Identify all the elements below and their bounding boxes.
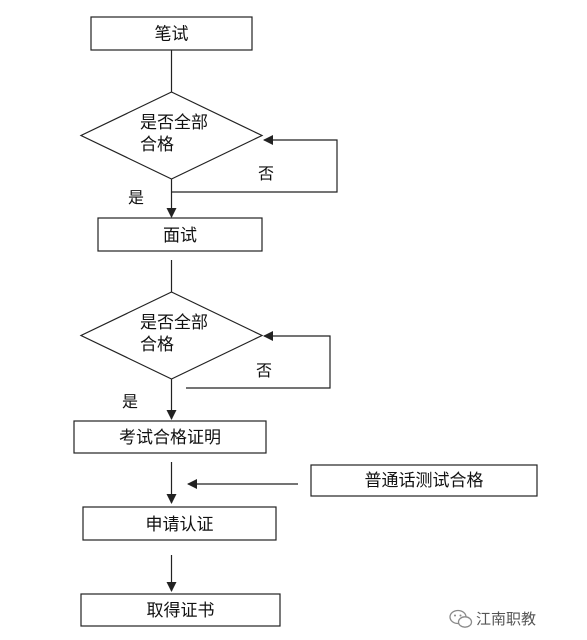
node-apply-certification-label: 申请认证: [146, 515, 214, 535]
node-decision-1-line1: 是否全部: [140, 113, 208, 133]
node-interview: 面试: [97, 217, 263, 252]
node-obtain-certificate-label: 取得证书: [147, 601, 215, 621]
watermark: 江南职教: [449, 609, 536, 628]
edge-label-yes-1: 是: [128, 188, 144, 207]
node-decision-1: 是否全部 合格: [79, 91, 264, 180]
node-decision-2-line1: 是否全部: [140, 313, 208, 333]
node-decision-1-line2: 合格: [140, 135, 174, 155]
watermark-text: 江南职教: [476, 610, 536, 628]
wechat-icon: [449, 609, 473, 628]
edge-label-no-2: 否: [256, 361, 272, 380]
edge-decision2-no-loop: [186, 331, 331, 389]
node-mandarin-test-label: 普通话测试合格: [365, 471, 484, 491]
node-written-exam-label: 笔试: [155, 25, 189, 45]
node-mandarin-test: 普通话测试合格: [310, 464, 538, 497]
node-written-exam: 笔试: [90, 16, 253, 51]
node-obtain-certificate: 取得证书: [80, 593, 281, 627]
node-decision-2: 是否全部 合格: [79, 291, 264, 380]
node-apply-certification: 申请认证: [82, 506, 277, 541]
node-exam-certificate: 考试合格证明: [73, 420, 267, 454]
node-interview-label: 面试: [163, 226, 197, 246]
edge-label-yes-2: 是: [122, 392, 138, 411]
node-exam-certificate-label: 考试合格证明: [119, 428, 221, 448]
edge-label-no-1: 否: [258, 164, 274, 183]
edge-decision1-no-loop: [171, 135, 338, 193]
node-decision-2-line2: 合格: [140, 335, 174, 355]
